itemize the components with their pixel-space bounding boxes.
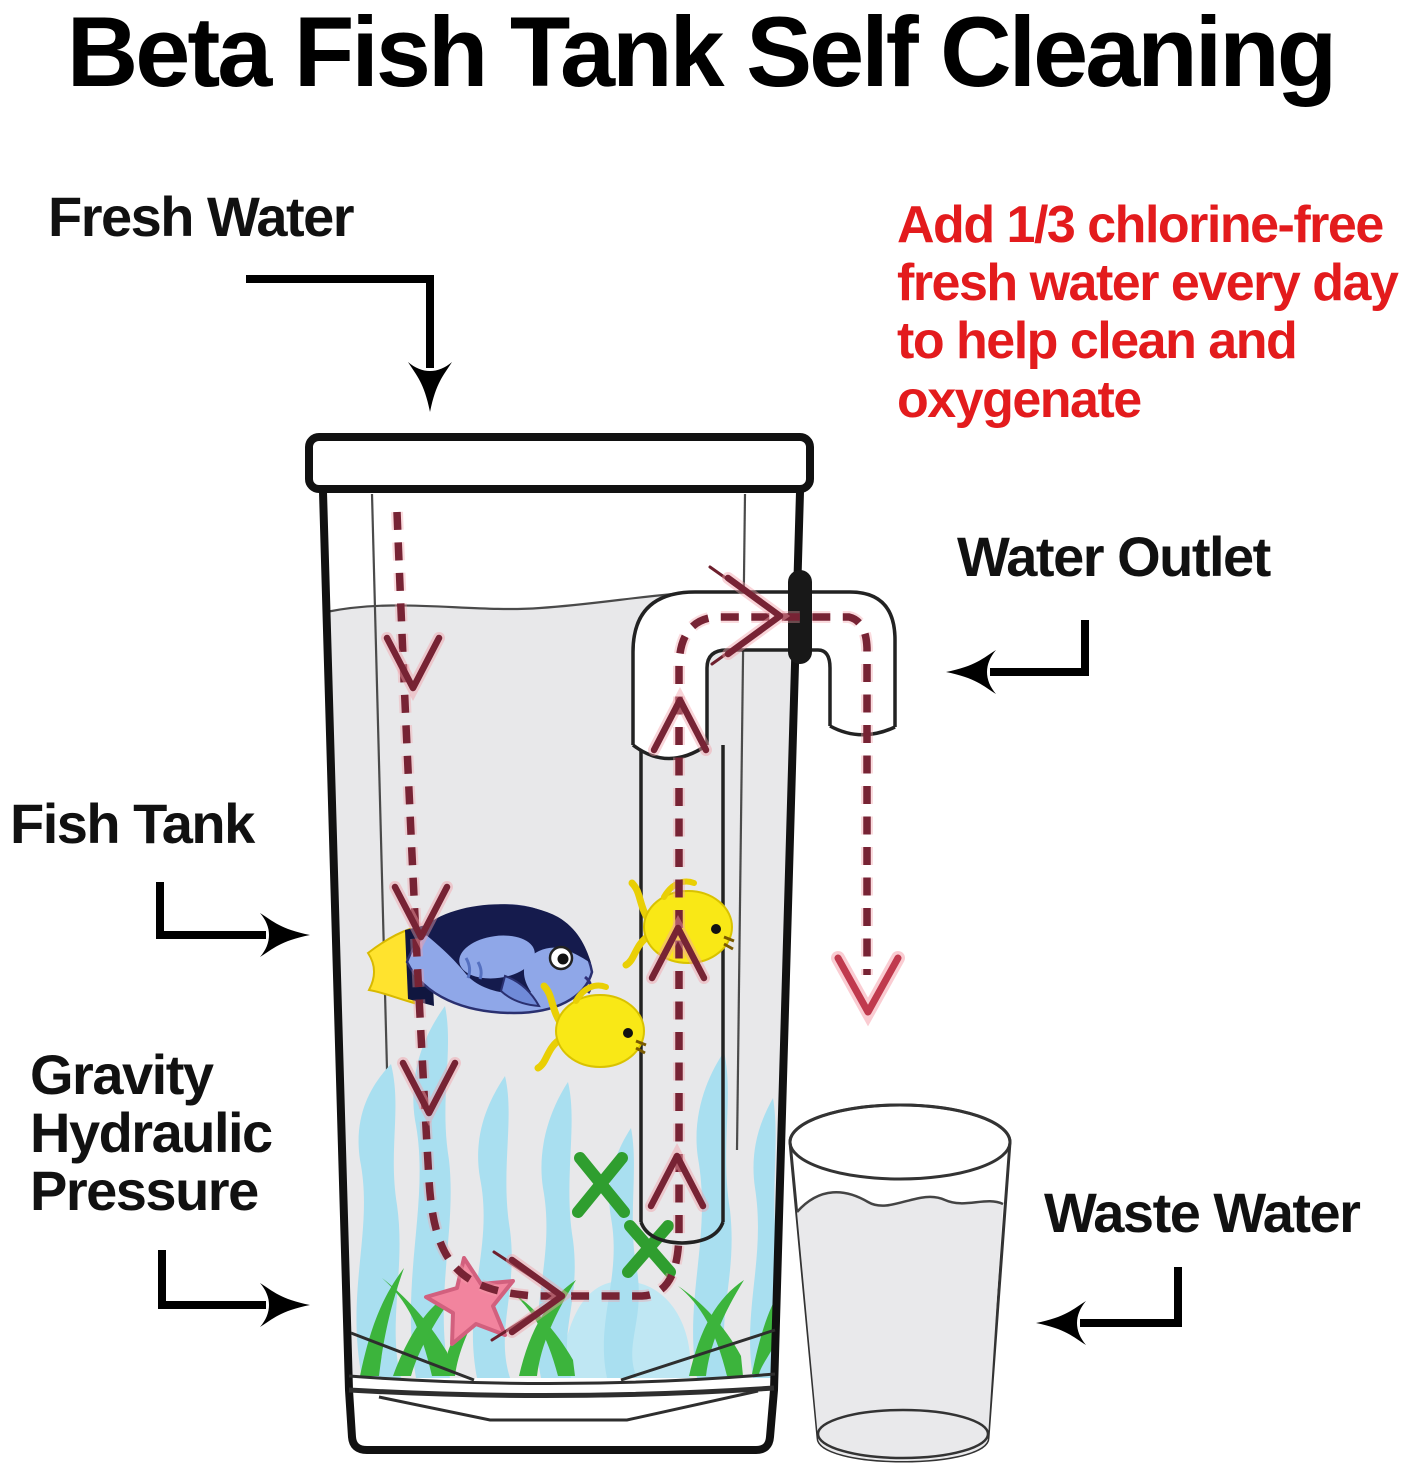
flow-chevron-down-3 xyxy=(397,1057,461,1127)
flow-chevron-down-1 xyxy=(381,632,445,702)
tank-base-rim xyxy=(348,1385,775,1399)
airlift-standpipe xyxy=(639,745,725,1245)
fresh-water-pointer-arrow xyxy=(246,275,452,412)
flow-chevron-down-2 xyxy=(389,881,453,951)
outlet-elbow-pipe xyxy=(808,590,897,737)
water-flow-dashed-path xyxy=(381,511,905,1342)
flow-chevron-right-outlet xyxy=(708,565,791,666)
tank-floor-diagonal-left xyxy=(350,1331,475,1382)
label-water-outlet: Water Outlet xyxy=(957,525,1271,588)
tank-body-outline xyxy=(319,491,804,1454)
tank-floor-diagonal-right xyxy=(620,1328,776,1382)
waste-water-pointer-arrow xyxy=(1036,1267,1182,1345)
yellow-fish-lower xyxy=(534,982,647,1072)
water-outlet-pointer-arrow xyxy=(946,620,1089,694)
tank-lid xyxy=(305,433,814,493)
fish-tank-pointer-arrow xyxy=(156,882,310,957)
tank-floor-front xyxy=(348,1372,776,1386)
flow-chevron-up-2 xyxy=(646,914,710,984)
flow-arrowhead-falling xyxy=(831,951,905,1027)
pipe-wall-connector xyxy=(788,570,812,664)
label-waste-water: Waste Water xyxy=(1044,1181,1361,1244)
label-gravity-hydraulic-pressure: Gravity Hydraulic Pressure xyxy=(30,1043,273,1223)
flow-chevron-up-1 xyxy=(645,1142,709,1212)
gravity-pointer-arrow xyxy=(158,1250,310,1327)
tank-base-recess xyxy=(378,1389,759,1422)
page-title: Beta Fish Tank Self Cleaning xyxy=(66,0,1337,107)
flow-chevron-right-bottom xyxy=(490,1250,573,1342)
flow-chevron-up-3 xyxy=(648,686,712,756)
label-fresh-water: Fresh Water xyxy=(48,185,355,248)
water-surface-line xyxy=(325,590,798,614)
starfish xyxy=(424,1256,515,1346)
waste-water-glass xyxy=(788,1103,1012,1463)
note-add-fresh-water: Add 1/3 chlorine-free fresh water every … xyxy=(897,196,1399,429)
label-fish-tank: Fish Tank xyxy=(10,792,255,855)
